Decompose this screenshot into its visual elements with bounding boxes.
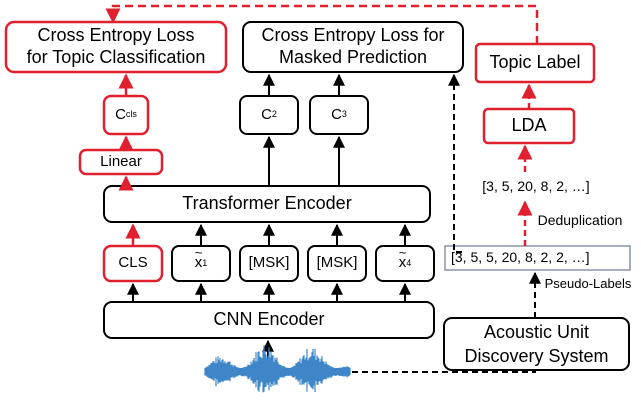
aud-system-box — [443, 317, 630, 371]
transformer-encoder-box — [103, 185, 431, 223]
topic-label-text: Topic Label — [489, 52, 581, 73]
topic-loss-title: Cross Entropy Loss — [37, 25, 195, 46]
waveform-trace — [204, 345, 351, 393]
masked-loss-title: Cross Entropy Loss for — [261, 25, 445, 46]
lda-text: LDA — [511, 115, 547, 136]
transformer-encoder-text: Transformer Encoder — [182, 193, 352, 214]
x4-token-text: x4 — [376, 246, 434, 281]
aud-system-title: Acoustic Unit — [483, 322, 590, 343]
topic-label-box — [474, 42, 596, 84]
topic-feedback-dashed-arrow — [105, 4, 539, 44]
topic-loss-box — [4, 20, 228, 74]
pseudo-labels-text: Pseudo-Labels — [544, 275, 632, 291]
pseudo-sequence-box — [444, 245, 631, 271]
red-dashed-arrows — [517, 83, 537, 246]
cls-token-text: CLS — [118, 254, 148, 272]
cnn-encoder-text: CNN Encoder — [213, 309, 325, 330]
masked-loss-subtitle: Masked Prediction — [278, 47, 428, 68]
aud-system-subtitle: Discovery System — [464, 346, 609, 367]
dedup-sequence-text: [3, 5, 20, 8, 2, …] — [482, 178, 590, 195]
pseudo-sequence-text: [3, 5, 5, 20, 8, 2, 2, …] — [451, 249, 590, 266]
masked-loss-box — [242, 21, 464, 73]
topic-loss-subtitle: for Topic Classification — [26, 47, 206, 68]
solid-arrows — [127, 73, 411, 372]
msk-token-b-text: [MSK] — [316, 254, 358, 272]
linear-text: Linear — [100, 152, 142, 170]
black-dashed-arrows — [352, 73, 541, 373]
red-solid-arrows — [118, 73, 141, 246]
audio-waveform — [204, 345, 351, 393]
deduplication-text: Deduplication — [537, 212, 623, 229]
msk-token-a-text: [MSK] — [248, 254, 290, 272]
x1-token-text: x1 — [172, 246, 230, 281]
